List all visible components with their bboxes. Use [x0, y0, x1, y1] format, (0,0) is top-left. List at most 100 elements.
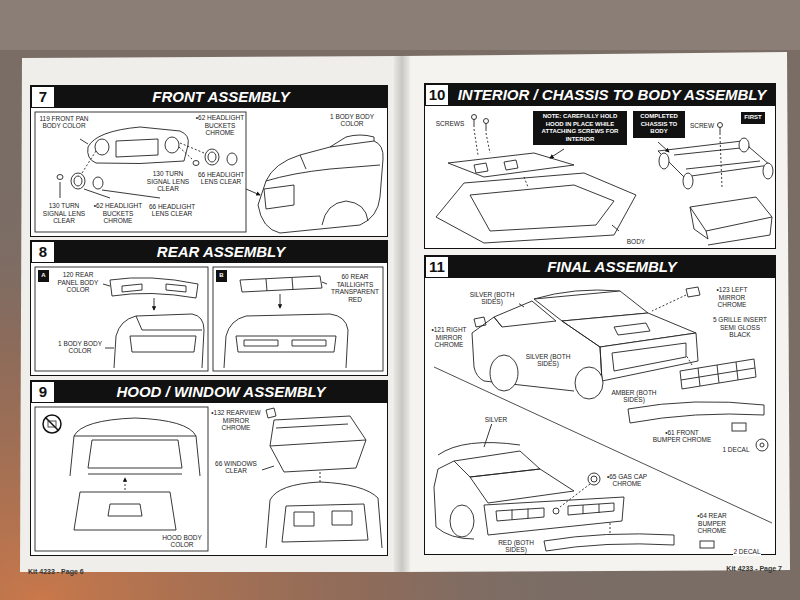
- rear-assembly-art: [244, 340, 326, 346]
- page-footer: Kit 4233 - Page 6: [28, 568, 84, 575]
- final-assembly-art: [610, 523, 611, 533]
- rear-assembly-art: [154, 298, 155, 310]
- chassis-to-body-art: [550, 149, 564, 158]
- callout-label: 119 FRONT PAN BODY COLOR: [39, 115, 89, 130]
- chassis-to-body-art: [690, 207, 772, 245]
- front-assembly-art: [179, 143, 204, 159]
- letter-box: A: [38, 270, 49, 282]
- hood-window-art: [270, 416, 366, 472]
- label-slot: 66 WINDOWS CLEAR: [211, 459, 261, 477]
- callout-label: •64 REAR BUMPER CHROME: [687, 512, 737, 535]
- rear-assembly-art: [322, 282, 327, 284]
- step-panel: 7FRONT ASSEMBLY119 FRONT PAN BODY COLOR•…: [30, 85, 388, 237]
- panel-ground: [424, 83, 776, 249]
- hood-window-art: [262, 466, 274, 470]
- callout-label: 130 TURN SIGNAL LENS CLEAR: [39, 202, 89, 225]
- rear-assembly-art: [240, 276, 322, 292]
- final-assembly-art: [490, 355, 518, 391]
- rear-assembly-art: [130, 336, 196, 352]
- footer-slot: Kit 4233 - Page 7: [682, 557, 782, 575]
- footer-slot: Kit 4233 - Page 6: [28, 560, 178, 578]
- hood-window-art: [282, 504, 368, 542]
- front-assembly-art: [116, 139, 158, 157]
- front-assembly-art: [35, 112, 383, 233]
- step-number: 10: [425, 84, 449, 106]
- hood-window-art: [266, 408, 276, 418]
- chassis-to-body-art: [448, 153, 574, 177]
- front-assembly-art: [95, 139, 109, 155]
- final-assembly-art: [553, 508, 559, 514]
- step-band: 7FRONT ASSEMBLY: [31, 86, 387, 108]
- rear-assembly-art: [122, 284, 186, 292]
- box-text: COMPLETED CHASSIS TO BODY: [636, 113, 682, 136]
- hood-window-art: [266, 482, 382, 548]
- note-box: FIRST: [741, 112, 765, 124]
- callout-label: RED (BOTH SIDES): [489, 539, 543, 554]
- callout-label: SILVER (BOTH SIDES): [521, 353, 575, 368]
- label-slot: AMBER (BOTH SIDES): [607, 388, 661, 406]
- chassis-to-body-art: [658, 141, 770, 177]
- panel-ground: [30, 380, 388, 556]
- label-slot: 2 DECAL: [725, 540, 769, 558]
- step-panel: 8REAR ASSEMBLY A B 120 REAR PANEL BODY COLO…: [30, 240, 388, 376]
- label-slot: •121 RIGHT MIRROR CHROME: [427, 326, 471, 351]
- box-text: B: [219, 272, 224, 280]
- label-slot: •123 LEFT MIRROR CHROME: [707, 286, 757, 311]
- final-assembly-art: [512, 504, 599, 520]
- callout-label: 120 REAR PANEL BODY COLOR: [53, 271, 103, 294]
- chassis-to-body-art: [739, 138, 749, 152]
- chassis-to-body-art: [524, 177, 528, 187]
- chassis-to-body-art: [474, 160, 518, 173]
- step-title: FINAL ASSEMBLY: [449, 256, 775, 278]
- hood-window-art: [74, 436, 196, 474]
- front-assembly-art: [57, 175, 63, 180]
- front-assembly-art: [300, 155, 306, 169]
- rear-assembly-art: [35, 267, 383, 371]
- callout-label: 66 WINDOWS CLEAR: [211, 460, 261, 475]
- callout-label: AMBER (BOTH SIDES): [607, 389, 661, 404]
- callout-label: 2 DECAL: [733, 548, 760, 556]
- panel-ground: [424, 255, 776, 555]
- hood-window-art: [48, 421, 56, 427]
- callout-label: SILVER: [485, 416, 508, 424]
- callout-label: 5 GRILLE INSERT SEMI GLOSS BLACK: [711, 316, 769, 339]
- step-band: 8REAR ASSEMBLY: [31, 241, 387, 263]
- final-assembly-art: [434, 287, 772, 551]
- front-assembly-art: [193, 161, 199, 166]
- callout-label: •65 GAS CAP CHROME: [605, 473, 649, 488]
- step-number: 8: [31, 241, 55, 263]
- callout-label: •132 REARVIEW MIRROR CHROME: [211, 409, 261, 432]
- callout-label: 66 HEADLIGHT LENS CLEAR: [197, 171, 245, 186]
- front-assembly-art: [266, 165, 380, 181]
- chassis-to-body-art: [718, 123, 723, 128]
- callout-label: SILVER (BOTH SIDES): [465, 291, 519, 306]
- label-slot: 130 TURN SIGNAL LENS CLEAR: [39, 202, 89, 227]
- chassis-to-body-art: [720, 127, 721, 135]
- chassis-to-body-art: [484, 119, 489, 124]
- rear-assembly-art: [236, 336, 336, 352]
- final-assembly-art: [450, 505, 474, 537]
- hood-window-art: [35, 407, 208, 551]
- final-assembly-art: [686, 355, 692, 365]
- callout-label: SCREWS: [436, 120, 465, 128]
- front-assembly-art: [322, 201, 368, 225]
- instruction-page: Kit 4233 - Page 6 7FRONT ASSEMBLY 119 FRON…: [22, 58, 402, 572]
- label-slot: 5 GRILLE INSERT SEMI GLOSS BLACK: [711, 316, 769, 341]
- front-assembly-art: [88, 127, 189, 164]
- callout-label: BODY: [627, 238, 645, 246]
- final-assembly-art: [588, 473, 600, 485]
- rear-assembly-art: [266, 278, 293, 291]
- page-footer: Kit 4233 - Page 7: [726, 565, 782, 572]
- paper: [402, 52, 790, 572]
- front-assembly-art: [208, 152, 216, 162]
- label-slot: 120 REAR PANEL BODY COLOR: [53, 271, 103, 296]
- front-assembly-art: [71, 173, 85, 189]
- label-slot: 66 HEADLIGHT LENS CLEAR: [197, 170, 245, 188]
- chassis-to-body-art: [658, 142, 669, 152]
- front-assembly-art: [205, 149, 219, 165]
- panel-ground: [30, 83, 776, 556]
- label-slot: SCREW: [687, 114, 717, 132]
- paper: [20, 56, 402, 572]
